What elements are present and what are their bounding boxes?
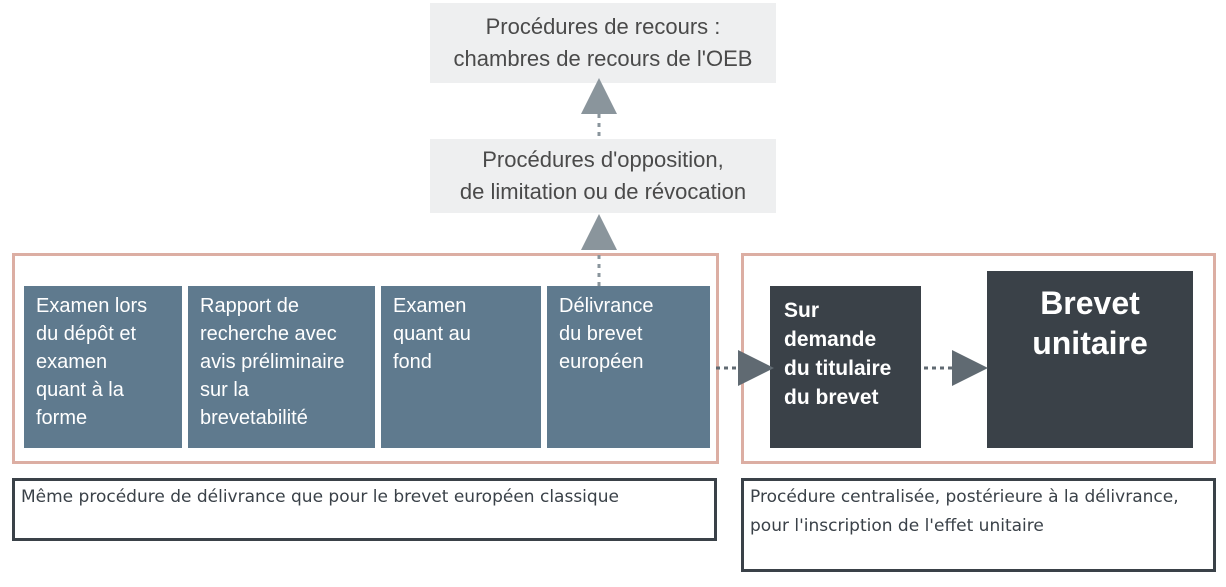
connector-arrows	[0, 0, 1226, 587]
